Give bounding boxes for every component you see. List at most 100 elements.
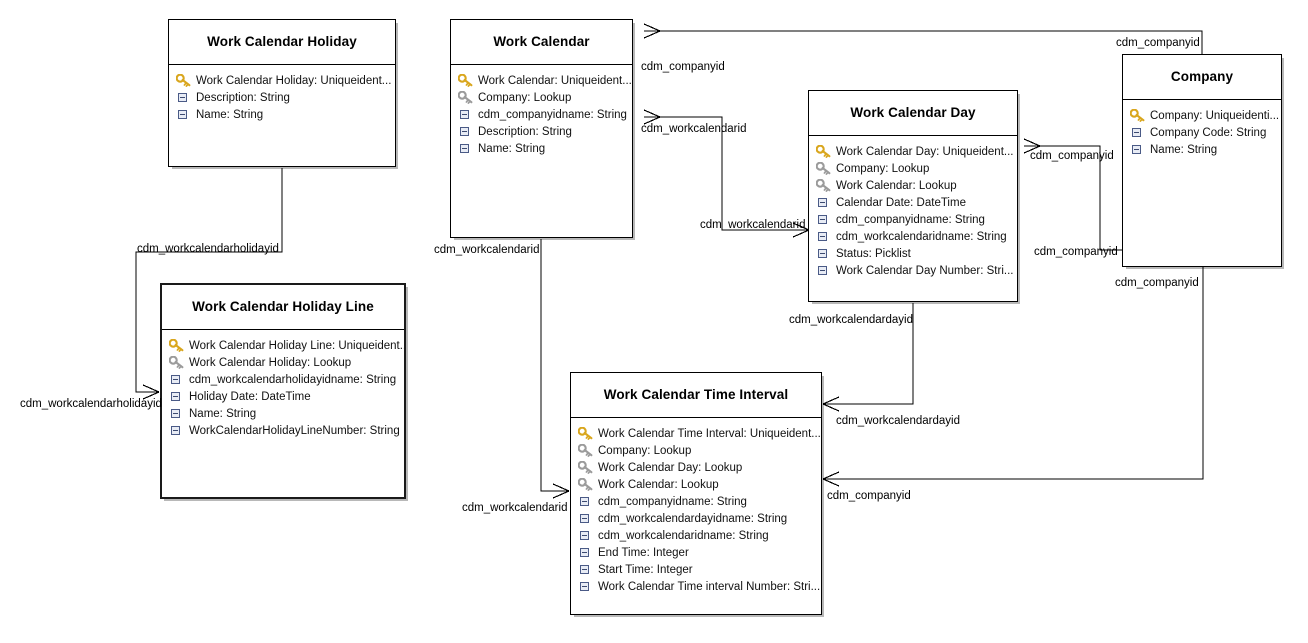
attribute-row[interactable]: Work Calendar: Uniqueident... (451, 72, 632, 89)
attribute-icon (578, 546, 594, 560)
attribute-label: Company: Uniqueidenti... (1150, 109, 1280, 122)
attribute-label: Work Calendar Holiday: Lookup (189, 356, 352, 369)
attribute-row[interactable]: cdm_workcalendaridname: String (571, 527, 821, 544)
attribute-row[interactable]: cdm_workcalendaridname: String (809, 228, 1017, 245)
attribute-row[interactable]: Name: String (1123, 141, 1281, 158)
attribute-icon (816, 196, 832, 210)
attribute-list: Work Calendar Holiday: Uniqueident...Des… (169, 65, 395, 123)
edge-label-lbl-6[interactable]: cdm_companyid (1034, 246, 1118, 258)
attribute-row[interactable]: Holiday Date: DateTime (162, 388, 404, 405)
attribute-row[interactable]: Company: Lookup (571, 442, 821, 459)
attribute-row[interactable]: Name: String (451, 140, 632, 157)
attribute-row[interactable]: Work Calendar Holiday Line: Uniqueident.… (162, 337, 404, 354)
attribute-icon (169, 424, 185, 438)
edge-label-lbl-7[interactable]: cdm_workcalendarholidayid (137, 243, 279, 255)
attribute-row[interactable]: Status: Picklist (809, 245, 1017, 262)
edge-label-lbl-9[interactable]: cdm_companyid (1115, 277, 1199, 289)
attribute-icon (1130, 126, 1146, 140)
attribute-label: Work Calendar Day: Lookup (598, 461, 743, 474)
edge-work-calendar-time-interval (540, 239, 569, 492)
attribute-row[interactable]: Company: Lookup (809, 160, 1017, 177)
attribute-row[interactable]: cdm_companyidname: String (571, 493, 821, 510)
attribute-label: cdm_workcalendaridname: String (598, 529, 769, 542)
edge-label-lbl-14[interactable]: cdm_workcalendarid (462, 502, 568, 514)
attribute-label: Start Time: Integer (598, 563, 693, 576)
attribute-label: End Time: Integer (598, 546, 689, 559)
edge-label-lbl-12[interactable]: cdm_workcalendardayid (836, 415, 961, 427)
edge-label-lbl-11[interactable]: cdm_workcalendarholidayid (20, 398, 162, 410)
attribute-list: Work Calendar: Uniqueident... Company: Lo… (451, 65, 632, 157)
attribute-icon (816, 213, 832, 227)
entity-title: Work Calendar Holiday (169, 20, 395, 65)
attribute-icon (578, 580, 594, 594)
edge-label-lbl-1[interactable]: cdm_companyid (641, 61, 725, 73)
lookup-key-icon (578, 460, 594, 475)
attribute-row[interactable]: Company: Uniqueidenti... (1123, 107, 1281, 124)
attribute-row[interactable]: Name: String (162, 405, 404, 422)
attribute-label: cdm_companyidname: String (598, 495, 747, 508)
attribute-icon (816, 230, 832, 244)
attribute-label: WorkCalendarHolidayLineNumber: String (189, 424, 400, 437)
attribute-row[interactable]: Work Calendar Day: Lookup (571, 459, 821, 476)
attribute-label: Name: String (189, 407, 257, 420)
attribute-row[interactable]: Work Calendar Day Number: Stri... (809, 262, 1017, 279)
attribute-row[interactable]: Work Calendar Time Interval: Uniqueident… (571, 425, 821, 442)
attribute-label: Company: Lookup (478, 91, 572, 104)
attribute-label: cdm_workcalendaridname: String (836, 230, 1007, 243)
attribute-list: Work Calendar Day: Uniqueident... Company… (809, 136, 1017, 279)
attribute-list: Work Calendar Time Interval: Uniqueident… (571, 418, 821, 595)
attribute-row[interactable]: Work Calendar Time interval Number: Stri… (571, 578, 821, 595)
attribute-row[interactable]: Work Calendar: Lookup (809, 177, 1017, 194)
attribute-label: Company: Lookup (836, 162, 930, 175)
lookup-key-icon (458, 90, 474, 105)
attribute-row[interactable]: Description: String (451, 123, 632, 140)
attribute-icon (458, 142, 474, 156)
attribute-row[interactable]: Work Calendar Holiday: Uniqueident... (169, 72, 395, 89)
primary-key-icon (458, 73, 474, 88)
attribute-row[interactable]: cdm_companyidname: String (451, 106, 632, 123)
attribute-label: Holiday Date: DateTime (189, 390, 311, 403)
attribute-row[interactable]: Company: Lookup (451, 89, 632, 106)
attribute-row[interactable]: cdm_workcalendardayidname: String (571, 510, 821, 527)
lookup-key-icon (578, 443, 594, 458)
attribute-label: Work Calendar: Lookup (598, 478, 719, 491)
attribute-row[interactable]: WorkCalendarHolidayLineNumber: String (162, 422, 404, 439)
crowsfoot-ti-left (552, 483, 570, 499)
attribute-list: Company: Uniqueidenti... Company Code: St… (1123, 100, 1281, 158)
attribute-icon (176, 108, 192, 122)
entity-title: Work Calendar Day (809, 91, 1017, 136)
edge-label-lbl-13[interactable]: cdm_companyid (827, 490, 911, 502)
attribute-icon (169, 407, 185, 421)
edge-label-lbl-10[interactable]: cdm_workcalendardayid (789, 314, 914, 326)
edge-label-lbl-4[interactable]: cdm_companyid (1030, 150, 1114, 162)
edge-label-lbl-3[interactable]: cdm_workcalendarid (641, 123, 747, 135)
entity-title: Work Calendar (451, 20, 632, 65)
attribute-label: Work Calendar Holiday Line: Uniqueident.… (189, 339, 404, 352)
edge-label-lbl-8[interactable]: cdm_workcalendarid (434, 244, 540, 256)
attribute-row[interactable]: cdm_companyidname: String (809, 211, 1017, 228)
lookup-key-icon (169, 355, 185, 370)
attribute-row[interactable]: Description: String (169, 89, 395, 106)
attribute-row[interactable]: Calendar Date: DateTime (809, 194, 1017, 211)
attribute-row[interactable]: End Time: Integer (571, 544, 821, 561)
attribute-icon (816, 264, 832, 278)
primary-key-icon (816, 144, 832, 159)
attribute-row[interactable]: Start Time: Integer (571, 561, 821, 578)
lookup-key-icon (816, 161, 832, 176)
attribute-icon (1130, 143, 1146, 157)
edge-label-lbl-2[interactable]: cdm_companyid (1116, 37, 1200, 49)
attribute-row[interactable]: cdm_workcalendarholidayidname: String (162, 371, 404, 388)
attribute-row[interactable]: Work Calendar Day: Uniqueident... (809, 143, 1017, 160)
attribute-row[interactable]: Name: String (169, 106, 395, 123)
attribute-icon (176, 91, 192, 105)
edge-label-lbl-5[interactable]: cdm_workcalendarid (700, 219, 806, 231)
attribute-row[interactable]: Work Calendar: Lookup (571, 476, 821, 493)
attribute-row[interactable]: Company Code: String (1123, 124, 1281, 141)
attribute-row[interactable]: Work Calendar Holiday: Lookup (162, 354, 404, 371)
